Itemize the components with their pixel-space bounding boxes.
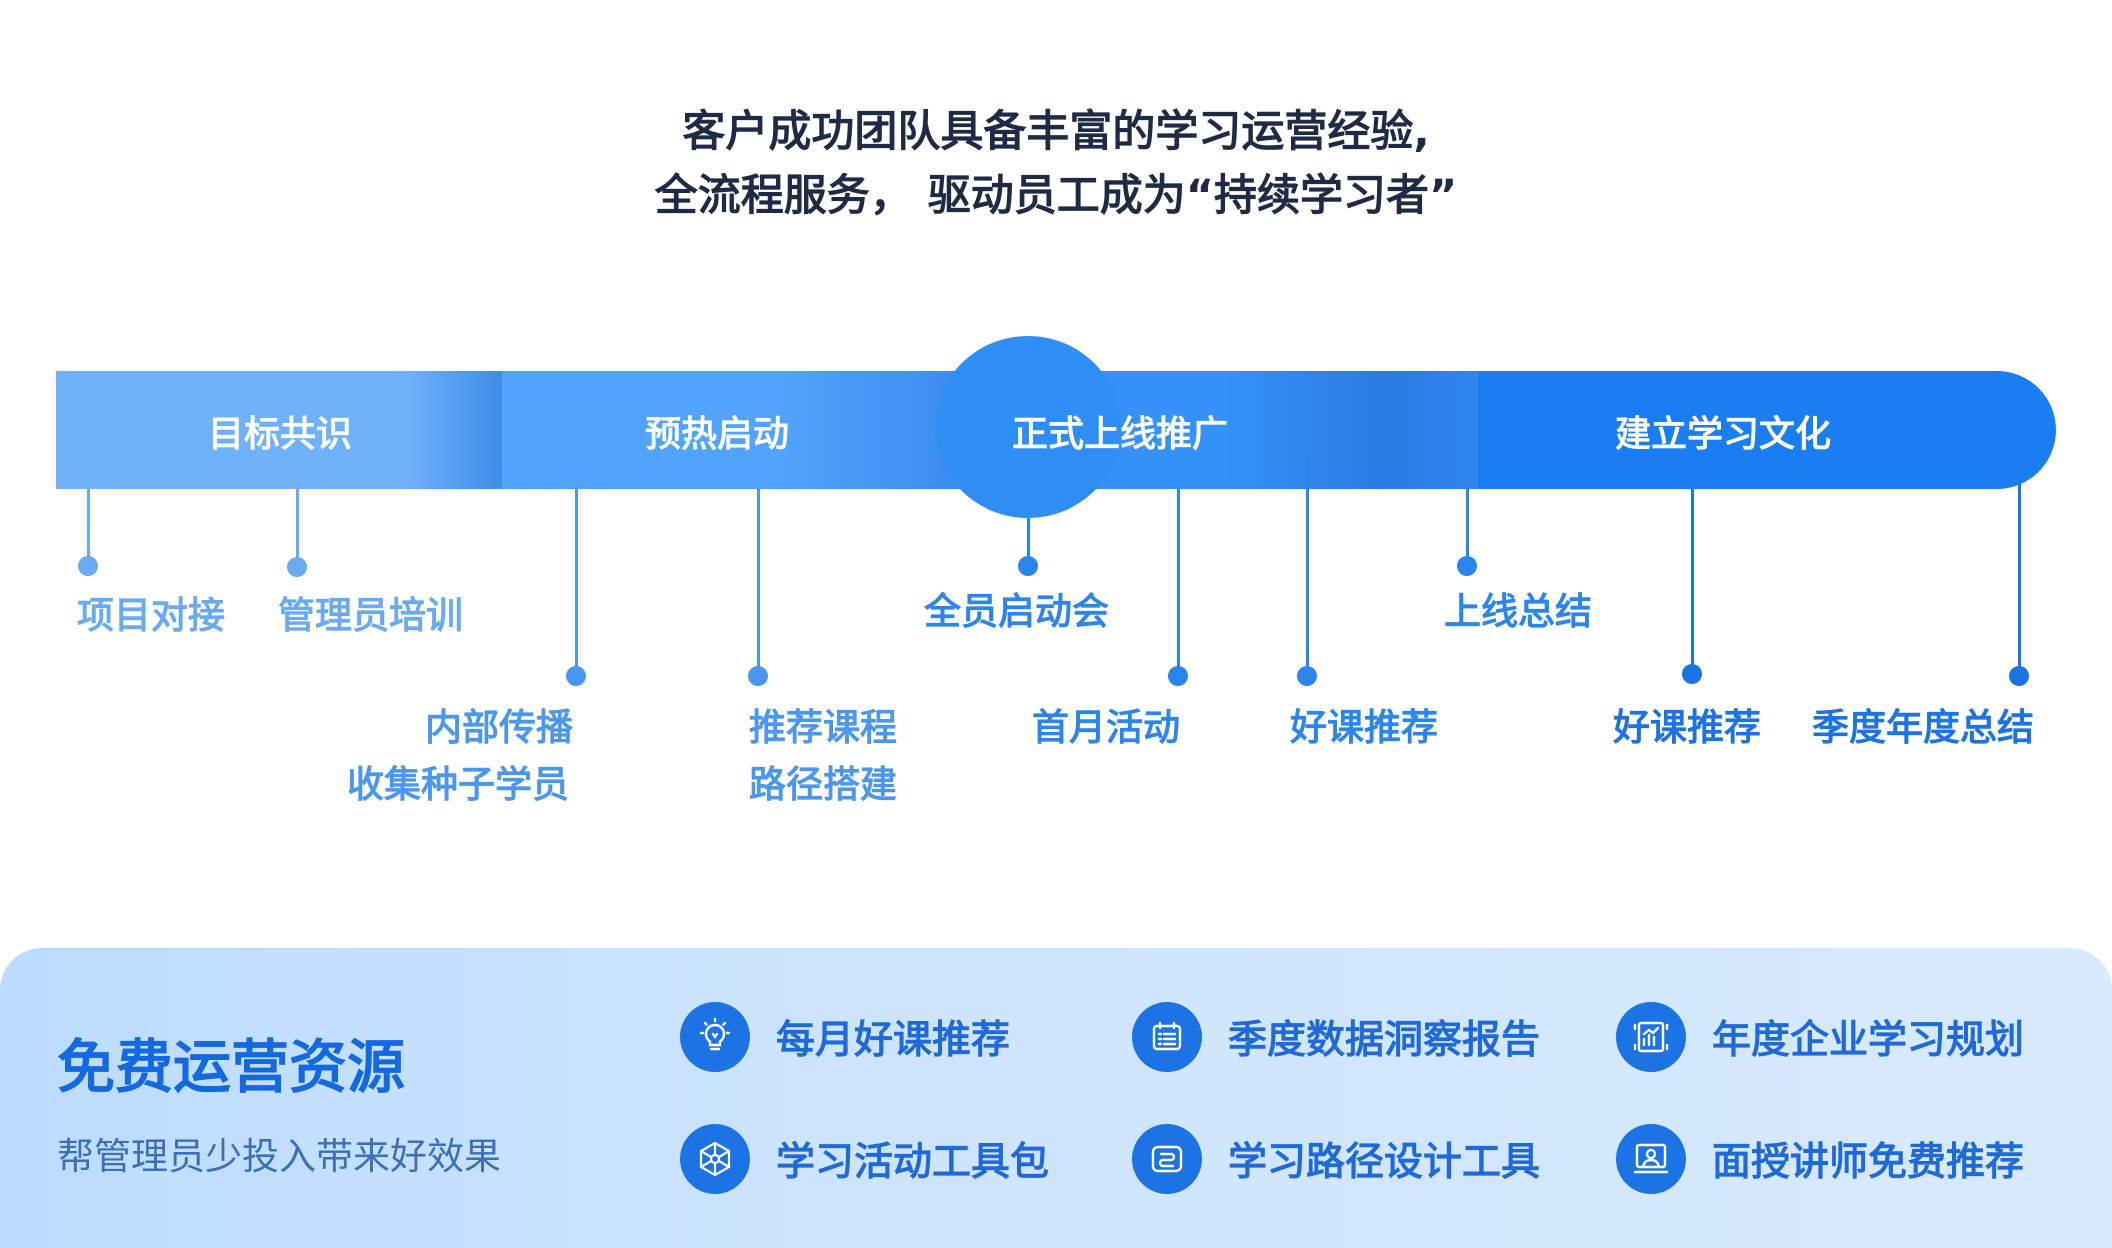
stem-9: [1691, 489, 1694, 673]
resource-item-lecturer: 面授讲师免费推荐: [1616, 1124, 2024, 1194]
headline-line-2: 全流程服务， 驱动员工成为“持续学习者”: [654, 171, 1458, 221]
lecturer-icon: [1616, 1124, 1686, 1194]
stem-3: [575, 489, 578, 675]
resource-label: 年度企业学习规划: [1712, 1018, 2025, 1063]
headline-line-1: 客户成功团队具备丰富的学习运营经验,: [682, 107, 1430, 157]
phase-label-4: 建立学习文化: [1614, 414, 1831, 455]
resource-label: 学习路径设计工具: [1228, 1140, 1541, 1185]
resources-title: 免费运营资源: [57, 1033, 406, 1101]
phase-label-1: 目标共识: [207, 414, 352, 455]
milestone-label-5: 全员启动会: [924, 590, 1109, 633]
resource-label: 季度数据洞察报告: [1228, 1018, 1541, 1063]
resource-item-annual-plan: 年度企业学习规划: [1616, 1002, 2024, 1072]
milestone-label-2: 管理员培训: [278, 594, 463, 637]
milestone-dot-2: [287, 557, 307, 577]
milestone-dot-10: [2009, 666, 2029, 686]
milestone-dot-3: [566, 666, 586, 686]
stem-8: [1466, 489, 1469, 566]
resource-label: 学习活动工具包: [776, 1140, 1050, 1185]
milestone-dot-8: [1457, 556, 1477, 576]
milestone-label-10: 季度年度总结: [1812, 706, 2034, 749]
chart-board-icon: [1616, 1002, 1686, 1072]
milestone-dot-1: [78, 556, 98, 576]
resource-label: 每月好课推荐: [776, 1018, 1011, 1063]
stem-1: [87, 489, 90, 566]
milestone-label-3a: 内部传播: [425, 706, 573, 749]
resources-panel: [0, 948, 2112, 1248]
milestone-dot-5: [1018, 556, 1038, 576]
stem-4: [757, 489, 760, 675]
stem-5: [1027, 518, 1030, 566]
milestone-dot-4: [748, 666, 768, 686]
milestone-dot-6: [1168, 666, 1188, 686]
milestone-label-4b: 路径搭建: [749, 763, 897, 806]
phase-label-2: 预热启动: [644, 414, 789, 455]
report-icon: [1132, 1002, 1202, 1072]
phase-bar-1: [56, 371, 504, 489]
resource-item-quarterly-report: 季度数据洞察报告: [1132, 1002, 1540, 1072]
phase-3-bubble: [935, 336, 1121, 518]
stem-7: [1306, 450, 1309, 675]
resource-label: 面授讲师免费推荐: [1712, 1140, 2025, 1185]
lightbulb-icon: [680, 1002, 750, 1072]
resource-item-monthly-course: 每月好课推荐: [680, 1002, 1010, 1072]
milestone-label-9: 好课推荐: [1613, 706, 1761, 749]
stem-10: [2018, 484, 2021, 672]
milestone-label-8: 上线总结: [1444, 590, 1592, 633]
phase-bar-4: [1478, 371, 2056, 489]
milestone-label-4a: 推荐课程: [749, 706, 897, 749]
milestone-dot-7: [1297, 666, 1317, 686]
milestone-dot-9: [1682, 664, 1702, 684]
resource-item-activity-toolkit: 学习活动工具包: [680, 1124, 1049, 1194]
milestone-label-7: 好课推荐: [1290, 706, 1438, 749]
milestone-label-1: 项目对接: [77, 594, 225, 637]
milestone-label-6: 首月活动: [1032, 706, 1180, 749]
stem-6: [1177, 489, 1180, 675]
headline: 客户成功团队具备丰富的学习运营经验, 全流程服务， 驱动员工成为“持续学习者”: [0, 100, 2112, 228]
milestone-label-3b: 收集种子学员: [347, 763, 569, 806]
path-icon: [1132, 1124, 1202, 1194]
phase-label-3: 正式上线推广: [1011, 414, 1228, 455]
stem-2: [296, 489, 299, 567]
network-icon: [680, 1124, 750, 1194]
resources-subtitle: 帮管理员少投入带来好效果: [57, 1135, 501, 1178]
resource-item-path-tool: 学习路径设计工具: [1132, 1124, 1540, 1194]
phase-bar-2: [502, 371, 962, 489]
